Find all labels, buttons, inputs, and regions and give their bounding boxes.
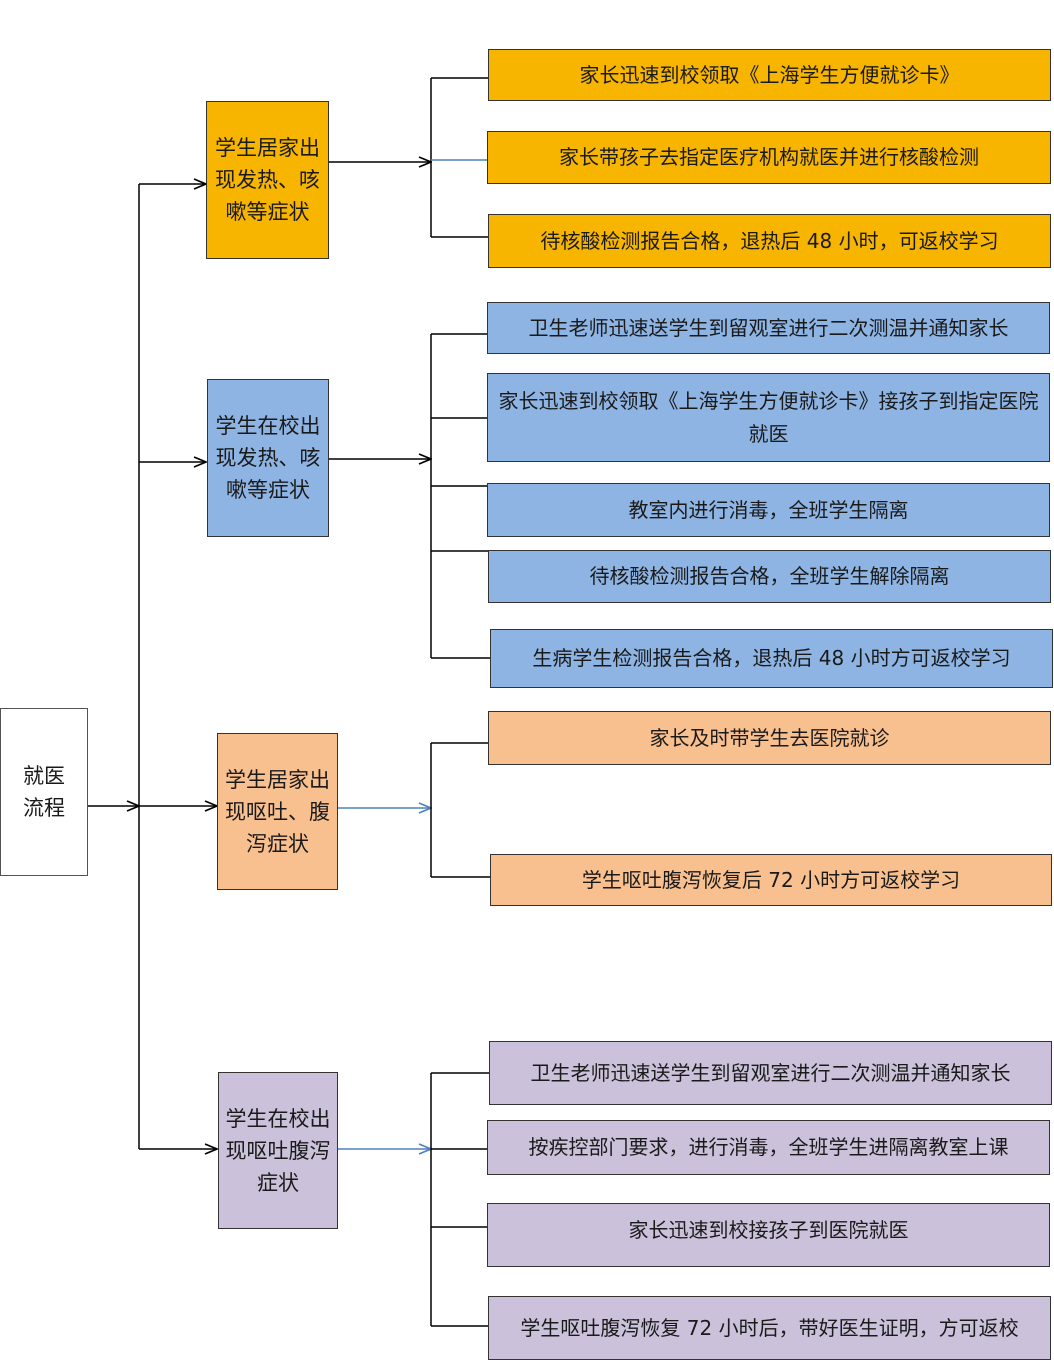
step-text: 学生呕吐腹泻恢复 72 小时后，带好医生证明，方可返校 — [520, 1315, 1019, 1340]
step-text: 待核酸检测报告合格，全班学生解除隔离 — [589, 564, 950, 588]
step-box: 生病学生检测报告合格，退热后 48 小时方可返校学习 — [490, 629, 1053, 688]
step-box: 按疾控部门要求，进行消毒，全班学生进隔离教室上课 — [487, 1120, 1050, 1175]
category-label: 学生在校出现发热、咳嗽等症状 — [215, 414, 321, 502]
category-home-vomit: 学生居家出现呕吐、腹泻症状 — [217, 733, 338, 890]
step-text: 教室内进行消毒，全班学生隔离 — [628, 497, 909, 522]
step-box: 卫生老师迅速送学生到留观室进行二次测温并通知家长 — [487, 302, 1050, 354]
step-text: 家长迅速到校接孩子到医院就医 — [628, 1218, 909, 1242]
step-text: 家长带孩子去指定医疗机构就医并进行核酸检测 — [559, 145, 979, 169]
step-text: 生病学生检测报告合格，退热后 48 小时方可返校学习 — [532, 646, 1011, 670]
category-school-fever: 学生在校出现发热、咳嗽等症状 — [207, 379, 329, 537]
category-school-vomit: 学生在校出现呕吐腹泻症状 — [218, 1072, 338, 1229]
step-text: 家长及时带学生去医院就诊 — [649, 726, 890, 750]
step-box: 卫生老师迅速送学生到留观室进行二次测温并通知家长 — [489, 1041, 1052, 1105]
root-label: 就医流程 — [23, 764, 65, 820]
step-box: 教室内进行消毒，全班学生隔离 — [487, 483, 1050, 537]
step-box: 家长带孩子去指定医疗机构就医并进行核酸检测 — [487, 131, 1051, 184]
step-text: 按疾控部门要求，进行消毒，全班学生进隔离教室上课 — [528, 1135, 1009, 1159]
step-text: 待核酸检测报告合格，退热后 48 小时，可返校学习 — [540, 228, 999, 253]
step-box: 家长迅速到校接孩子到医院就医 — [487, 1203, 1050, 1267]
step-text: 学生呕吐腹泻恢复后 72 小时方可返校学习 — [581, 867, 961, 892]
step-box: 家长及时带学生去医院就诊 — [488, 711, 1051, 765]
category-label: 学生居家出现发热、咳嗽等症状 — [215, 136, 320, 224]
step-box: 家长迅速到校领取《上海学生方便就诊卡》 — [488, 49, 1051, 101]
category-label: 学生在校出现呕吐腹泻症状 — [225, 1106, 331, 1195]
step-text: 家长迅速到校领取《上海学生方便就诊卡》接孩子到指定医院就医 — [498, 388, 1039, 446]
root-node: 就医流程 — [0, 708, 88, 876]
step-box: 学生呕吐腹泻恢复后 72 小时方可返校学习 — [490, 854, 1052, 906]
step-box: 学生呕吐腹泻恢复 72 小时后，带好医生证明，方可返校 — [488, 1296, 1051, 1360]
step-text: 卫生老师迅速送学生到留观室进行二次测温并通知家长 — [528, 315, 1009, 340]
category-label: 学生居家出现呕吐、腹泻症状 — [225, 767, 330, 856]
step-text: 卫生老师迅速送学生到留观室进行二次测温并通知家长 — [530, 1060, 1011, 1085]
step-box: 待核酸检测报告合格，全班学生解除隔离 — [488, 550, 1051, 603]
category-home-fever: 学生居家出现发热、咳嗽等症状 — [206, 101, 329, 259]
step-text: 家长迅速到校领取《上海学生方便就诊卡》 — [579, 62, 960, 87]
step-box: 待核酸检测报告合格，退热后 48 小时，可返校学习 — [488, 214, 1051, 268]
step-box: 家长迅速到校领取《上海学生方便就诊卡》接孩子到指定医院就医 — [487, 373, 1050, 462]
